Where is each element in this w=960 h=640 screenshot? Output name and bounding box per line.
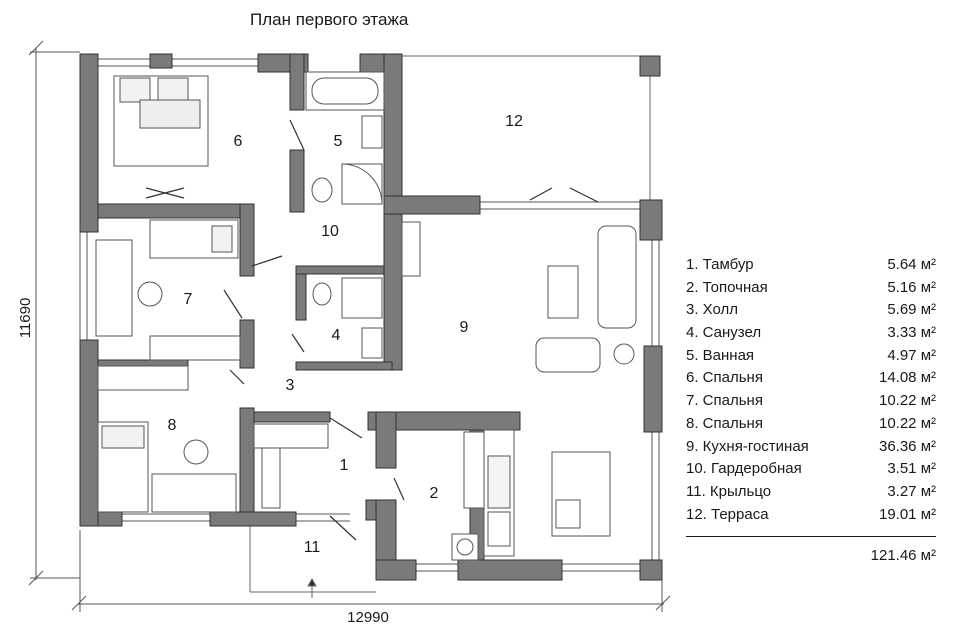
tv-unit-icon bbox=[401, 221, 421, 277]
legend-row: 5. Ванная 4.97 м² bbox=[686, 345, 936, 368]
legend-row: 4. Санузел 3.33 м² bbox=[686, 322, 936, 345]
legend-room-area: 5.16 м² bbox=[887, 278, 936, 296]
room-label-7: 7 bbox=[184, 291, 193, 308]
chair-icon bbox=[137, 281, 163, 307]
terrace-outline bbox=[249, 55, 651, 598]
room-legend: 1. Тамбур 5.64 м² 2. Топочная 5.16 м² 3. Х… bbox=[686, 254, 936, 564]
legend-room-name: 8. Спальня bbox=[686, 414, 763, 432]
sofa-icon bbox=[597, 225, 637, 329]
room-label-3: 3 bbox=[286, 377, 295, 394]
room-label-2: 2 bbox=[430, 485, 439, 502]
legend-room-area: 3.33 м² bbox=[887, 324, 936, 342]
legend-room-name: 1. Тамбур bbox=[686, 256, 754, 273]
plan-title: План первого этажа bbox=[250, 10, 409, 29]
dimension-width: 12990 bbox=[347, 609, 389, 626]
legend-row: 2. Топочная 5.16 м² bbox=[686, 277, 936, 300]
doors bbox=[145, 119, 599, 541]
desk-icon bbox=[95, 239, 133, 337]
sink-icon bbox=[555, 499, 581, 529]
legend-room-area: 4.97 м² bbox=[887, 346, 936, 364]
legend-room-area: 10.22 м² bbox=[878, 414, 936, 432]
legend-room-area: 19.01 м² bbox=[878, 505, 936, 523]
room-label-8: 8 bbox=[168, 417, 177, 434]
legend-row: 8. Спальня 10.22 м² bbox=[686, 413, 936, 436]
walls bbox=[79, 53, 663, 581]
toilet-icon bbox=[312, 282, 332, 306]
furniture bbox=[95, 71, 637, 561]
legend-room-name: 4. Санузел bbox=[686, 324, 762, 342]
room-label-1: 1 bbox=[340, 457, 349, 474]
legend-room-name: 12. Терраса bbox=[686, 505, 769, 523]
legend-room-area: 3.51 м² bbox=[887, 460, 936, 478]
room-labels: 1 2 3 4 5 6 7 8 9 10 11 12 bbox=[168, 113, 523, 556]
legend-row: 12. Терраса 19.01 м² bbox=[686, 504, 936, 527]
stove-icon bbox=[487, 511, 511, 547]
room-label-12: 12 bbox=[505, 113, 523, 130]
legend-row: 11. Крыльцо 3.27 м² bbox=[686, 481, 936, 504]
legend-room-name: 3. Холл bbox=[686, 301, 739, 319]
legend-room-area: 14.08 м² bbox=[878, 369, 936, 387]
legend-row: 1. Тамбур 5.64 м² bbox=[686, 254, 936, 277]
legend-room-name: 11. Крыльцо bbox=[686, 482, 772, 500]
legend-room-name: 10. Гардеробная bbox=[686, 460, 802, 478]
legend-room-name: 6. Спальня bbox=[686, 369, 763, 387]
legend-room-area: 10.22 м² bbox=[878, 392, 936, 410]
sink-icon bbox=[361, 327, 383, 359]
shower-icon bbox=[341, 163, 383, 205]
legend-row: 9. Кухня-гостиная 36.36 м² bbox=[686, 436, 936, 459]
plant-icon bbox=[613, 343, 635, 365]
room-label-4: 4 bbox=[332, 327, 341, 344]
dimension-lines bbox=[28, 40, 671, 612]
room-label-5: 5 bbox=[334, 133, 343, 150]
legend-room-name: 2. Топочная bbox=[686, 278, 768, 296]
legend-total-area: 121.46 м² bbox=[870, 547, 936, 565]
armchair-icon bbox=[535, 337, 601, 373]
toilet-icon bbox=[311, 177, 333, 203]
legend-row: 3. Холл 5.69 м² bbox=[686, 299, 936, 322]
room-label-6: 6 bbox=[234, 133, 243, 150]
legend-room-area: 3.27 м² bbox=[887, 482, 936, 500]
coffee-table-icon bbox=[547, 265, 579, 319]
legend-row: 7. Спальня 10.22 м² bbox=[686, 390, 936, 413]
legend-row: 6. Спальня 14.08 м² bbox=[686, 367, 936, 390]
chair-icon bbox=[183, 439, 209, 465]
legend-room-area: 36.36 м² bbox=[878, 437, 936, 455]
shower-icon bbox=[341, 277, 383, 319]
legend-room-name: 9. Кухня-гостиная bbox=[686, 437, 809, 455]
fridge-icon bbox=[463, 431, 485, 509]
legend-room-area: 5.64 м² bbox=[887, 256, 936, 273]
legend-room-name: 5. Ванная bbox=[686, 346, 755, 364]
room-label-10: 10 bbox=[321, 223, 339, 240]
legend-room-name: 7. Спальня bbox=[686, 392, 763, 410]
legend-divider bbox=[686, 536, 936, 538]
room-label-11: 11 bbox=[304, 539, 321, 556]
sink-icon bbox=[361, 115, 383, 149]
dimension-height: 11690 bbox=[17, 298, 34, 339]
legend-row: 10. Гардеробная 3.51 м² bbox=[686, 458, 936, 481]
room-label-9: 9 bbox=[460, 319, 469, 336]
legend-room-area: 5.69 м² bbox=[887, 301, 936, 319]
